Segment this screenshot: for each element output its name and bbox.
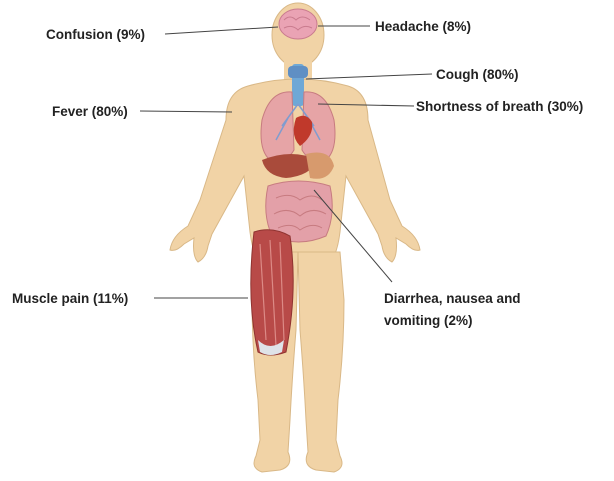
- symptom-label-confusion: Confusion (9%): [46, 26, 145, 43]
- symptom-label-fever: Fever (80%): [52, 103, 128, 120]
- symptom-label-gastro-line2: vomiting (2%): [384, 312, 473, 329]
- symptom-label-shortness-of-breath: Shortness of breath (30%): [416, 98, 583, 115]
- brain-icon: [279, 9, 317, 39]
- symptom-label-gastro-line1: Diarrhea, nausea and: [384, 290, 521, 307]
- symptom-label-cough: Cough (80%): [436, 66, 519, 83]
- symptom-label-muscle-pain: Muscle pain (11%): [12, 290, 128, 307]
- thigh-muscle-icon: [251, 230, 293, 355]
- symptom-label-headache: Headache (8%): [375, 18, 471, 35]
